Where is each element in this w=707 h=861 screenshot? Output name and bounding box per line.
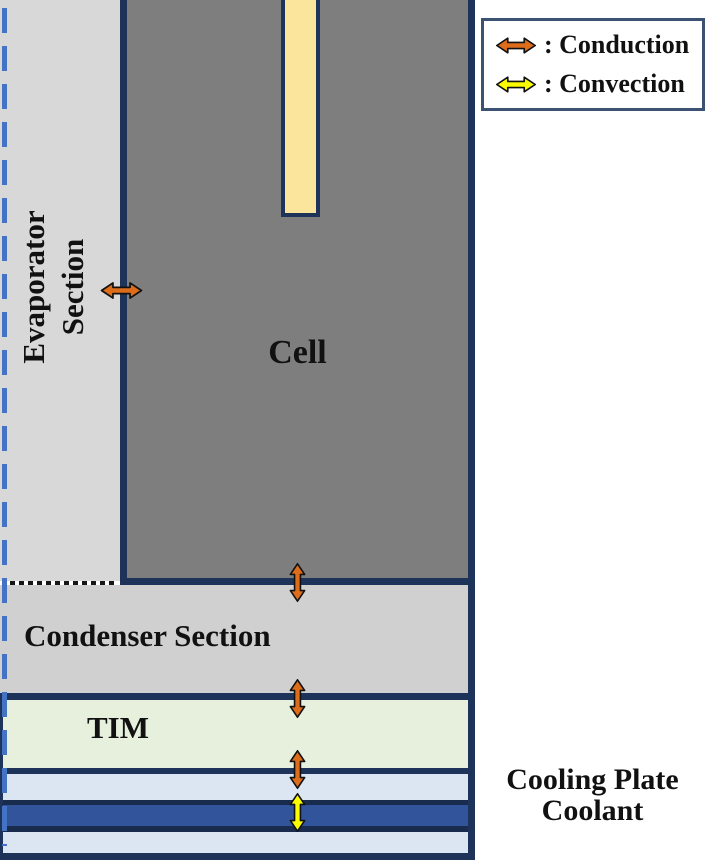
legend: : Conduction : Convection <box>481 18 705 111</box>
tim-region <box>0 700 475 774</box>
conduction-legend-arrow-icon <box>496 36 536 54</box>
evaporator-section-region <box>0 0 120 581</box>
cooling-plate-label: Cooling Plate <box>506 763 679 796</box>
convection-arrow-plate-coolant-icon <box>289 792 306 833</box>
legend-row-convection: : Convection <box>495 69 702 99</box>
evaporator-section-label: Evaporator Section <box>15 137 99 437</box>
symmetry-dashed-line <box>2 8 7 846</box>
cooling-plate-upper-wall <box>3 774 468 800</box>
cell-terminal-tab <box>281 0 320 217</box>
conduction-arrow-cell-condenser-icon <box>289 562 306 603</box>
cell-label: Cell <box>268 334 327 371</box>
coolant-label: Coolant <box>541 793 644 827</box>
conduction-arrow-evaporator-cell-icon <box>100 282 143 299</box>
cooling-plate-coolant-label: Cooling Plate Coolant <box>478 763 707 827</box>
plate-coolant-divider <box>3 800 468 805</box>
conduction-arrow-condenser-tim-icon <box>289 678 306 719</box>
convection-legend-arrow-icon <box>496 75 536 93</box>
condenser-section-region <box>0 585 475 700</box>
evaporator-label-line2: Section <box>54 238 90 336</box>
legend-convection-label: : Convection <box>544 69 685 98</box>
legend-row-conduction: : Conduction <box>495 30 702 60</box>
tim-label: TIM <box>87 710 149 745</box>
coolant-channel <box>3 805 468 826</box>
legend-conduction-label: : Conduction <box>544 30 690 59</box>
cooling-plate-lower-wall <box>3 832 468 853</box>
cooling-plate-assembly <box>0 774 475 860</box>
conduction-arrow-tim-plate-icon <box>289 749 306 790</box>
condenser-section-label: Condenser Section <box>24 618 271 653</box>
evaporator-label-line1: Evaporator <box>16 210 51 364</box>
coolant-plate-divider <box>3 826 468 832</box>
evaporator-condenser-dotted-divider <box>10 581 118 585</box>
